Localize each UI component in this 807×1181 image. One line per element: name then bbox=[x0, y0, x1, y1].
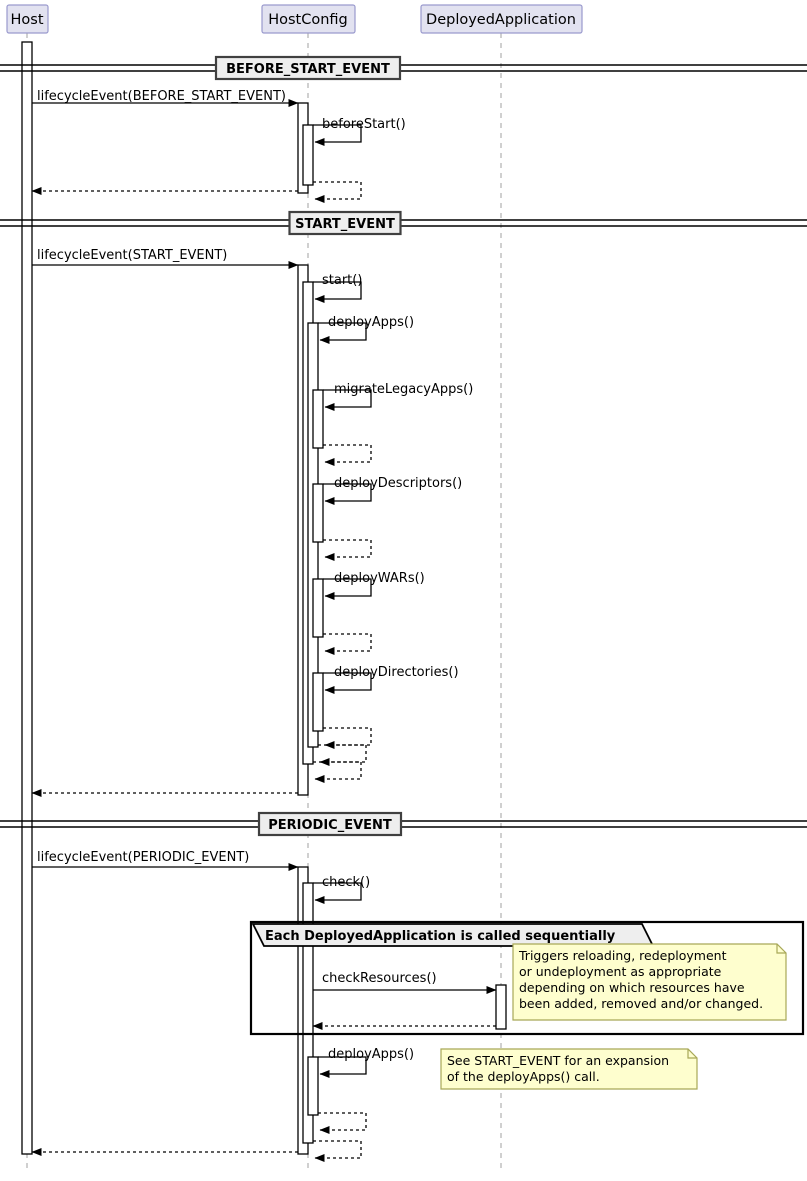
message-label: deployWARs() bbox=[334, 571, 425, 586]
divider-label: BEFORE_START_EVENT bbox=[226, 62, 390, 77]
note-fold bbox=[687, 1049, 697, 1059]
self-message-arrow bbox=[313, 1140, 362, 1162]
self-message-arrow bbox=[313, 181, 362, 203]
group-frame bbox=[249, 920, 805, 1036]
activation-bars bbox=[21, 41, 507, 1155]
message-label: deployDirectories() bbox=[334, 665, 459, 680]
self-message-arrow bbox=[313, 124, 362, 146]
self-message-arrow bbox=[323, 727, 372, 749]
messages: lifecycleEvent(BEFORE_START_EVENT)before… bbox=[31, 89, 497, 1162]
self-message-arrow bbox=[313, 761, 362, 783]
message-label: check() bbox=[322, 875, 370, 890]
divider-label-box bbox=[214, 55, 402, 81]
message-label: lifecycleEvent(PERIODIC_EVENT) bbox=[37, 850, 249, 865]
self-message-arrow bbox=[323, 672, 372, 694]
note-line: been added, removed and/or changed. bbox=[519, 996, 763, 1011]
self-message-arrow bbox=[323, 578, 372, 600]
divider-label: START_EVENT bbox=[295, 217, 395, 232]
group-frames: Each DeployedApplication is called seque… bbox=[249, 920, 805, 1036]
self-message-arrow bbox=[323, 539, 372, 561]
note-body bbox=[512, 943, 787, 1021]
message-label: migrateLegacyApps() bbox=[334, 382, 473, 397]
self-message-arrow bbox=[318, 1112, 367, 1134]
participant-label-host: Host bbox=[10, 12, 43, 28]
group-label: Each DeployedApplication is called seque… bbox=[265, 929, 616, 944]
dividers: BEFORE_START_EVENT START_EVENT PERIODIC_EV… bbox=[0, 55, 807, 837]
participant-box-app[interactable] bbox=[420, 4, 583, 34]
activation-bar bbox=[312, 672, 324, 732]
note-line: depending on which resources have bbox=[519, 980, 745, 995]
activation-bar bbox=[302, 124, 314, 186]
activation-bar bbox=[21, 41, 33, 1155]
self-message-arrow bbox=[313, 281, 362, 303]
participant-box-host[interactable] bbox=[6, 4, 49, 34]
self-message-arrow bbox=[323, 633, 372, 655]
self-message-arrow bbox=[323, 389, 372, 411]
divider-label-box bbox=[288, 210, 402, 236]
note-fold bbox=[776, 944, 786, 954]
message-label: deployApps() bbox=[328, 1047, 414, 1062]
message-label: checkResources() bbox=[322, 971, 437, 986]
participant-label-config: HostConfig bbox=[268, 12, 348, 28]
divider-label: PERIODIC_EVENT bbox=[268, 818, 392, 833]
activation-bar bbox=[312, 578, 324, 638]
message-label: deployApps() bbox=[328, 315, 414, 330]
divider-label-box bbox=[257, 811, 403, 837]
self-message-arrow bbox=[323, 483, 372, 505]
message-label: lifecycleEvent(BEFORE_START_EVENT) bbox=[37, 89, 286, 104]
note-line: Triggers reloading, redeployment bbox=[518, 948, 727, 963]
activation-bar bbox=[312, 483, 324, 543]
self-message-arrow bbox=[318, 1056, 367, 1078]
note-body bbox=[440, 1048, 698, 1090]
message-label: deployDescriptors() bbox=[334, 476, 462, 491]
participants: Host HostConfig DeployedApplication bbox=[6, 4, 583, 34]
self-message-arrow bbox=[318, 322, 367, 344]
activation-bar bbox=[307, 1056, 319, 1116]
note-line: of the deployApps() call. bbox=[447, 1069, 600, 1084]
activation-bar bbox=[302, 882, 314, 1144]
note-line: See START_EVENT for an expansion bbox=[447, 1053, 669, 1068]
self-message-arrow bbox=[323, 444, 372, 466]
activation-bar bbox=[495, 984, 507, 1030]
self-message-arrow bbox=[313, 882, 362, 904]
participant-label-app: DeployedApplication bbox=[426, 12, 576, 28]
message-label: beforeStart() bbox=[322, 117, 406, 132]
message-label: lifecycleEvent(START_EVENT) bbox=[37, 248, 227, 263]
self-message-arrow bbox=[318, 744, 367, 766]
note-line: or undeployment as appropriate bbox=[519, 964, 722, 979]
message-label: start() bbox=[322, 273, 362, 288]
activation-bar bbox=[312, 389, 324, 449]
participant-box-config[interactable] bbox=[261, 4, 356, 34]
